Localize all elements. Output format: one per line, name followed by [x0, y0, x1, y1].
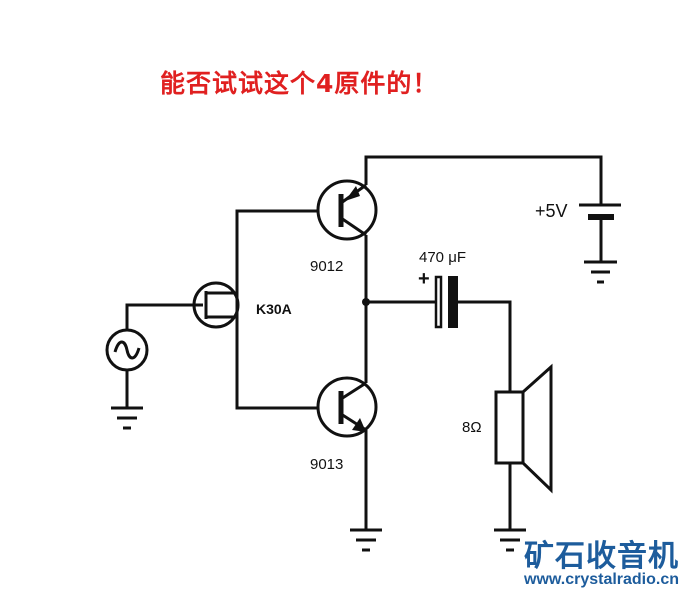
capacitor-polarity-label: + [418, 268, 430, 290]
capacitor-icon [434, 275, 458, 329]
npn-transistor-icon [316, 376, 378, 438]
pnp-label: 9012 [310, 258, 344, 275]
junction-dot [362, 298, 370, 306]
title: 能否试试这个4原件的！ [160, 69, 439, 98]
speaker-impedance-label: 8Ω [462, 419, 482, 436]
wires [125, 155, 603, 530]
ground-icon [584, 260, 617, 284]
watermark-logo: 矿石收音机 [524, 539, 679, 574]
ground-icon [494, 528, 526, 552]
speaker-icon [494, 363, 553, 494]
supply-voltage-label: +5V [535, 201, 568, 221]
ac-source-icon [105, 328, 149, 372]
pnp-transistor-icon [316, 179, 378, 241]
jfet-icon [192, 281, 240, 329]
npn-label: 9013 [310, 456, 344, 473]
capacitor-value-label: 470 μF [419, 249, 466, 266]
jfet-label: K30A [256, 301, 292, 317]
ground-icon [111, 406, 143, 430]
watermark-url: www.crystalradio.cn [524, 571, 680, 588]
battery-icon [579, 203, 621, 220]
ground-icon [350, 528, 382, 552]
